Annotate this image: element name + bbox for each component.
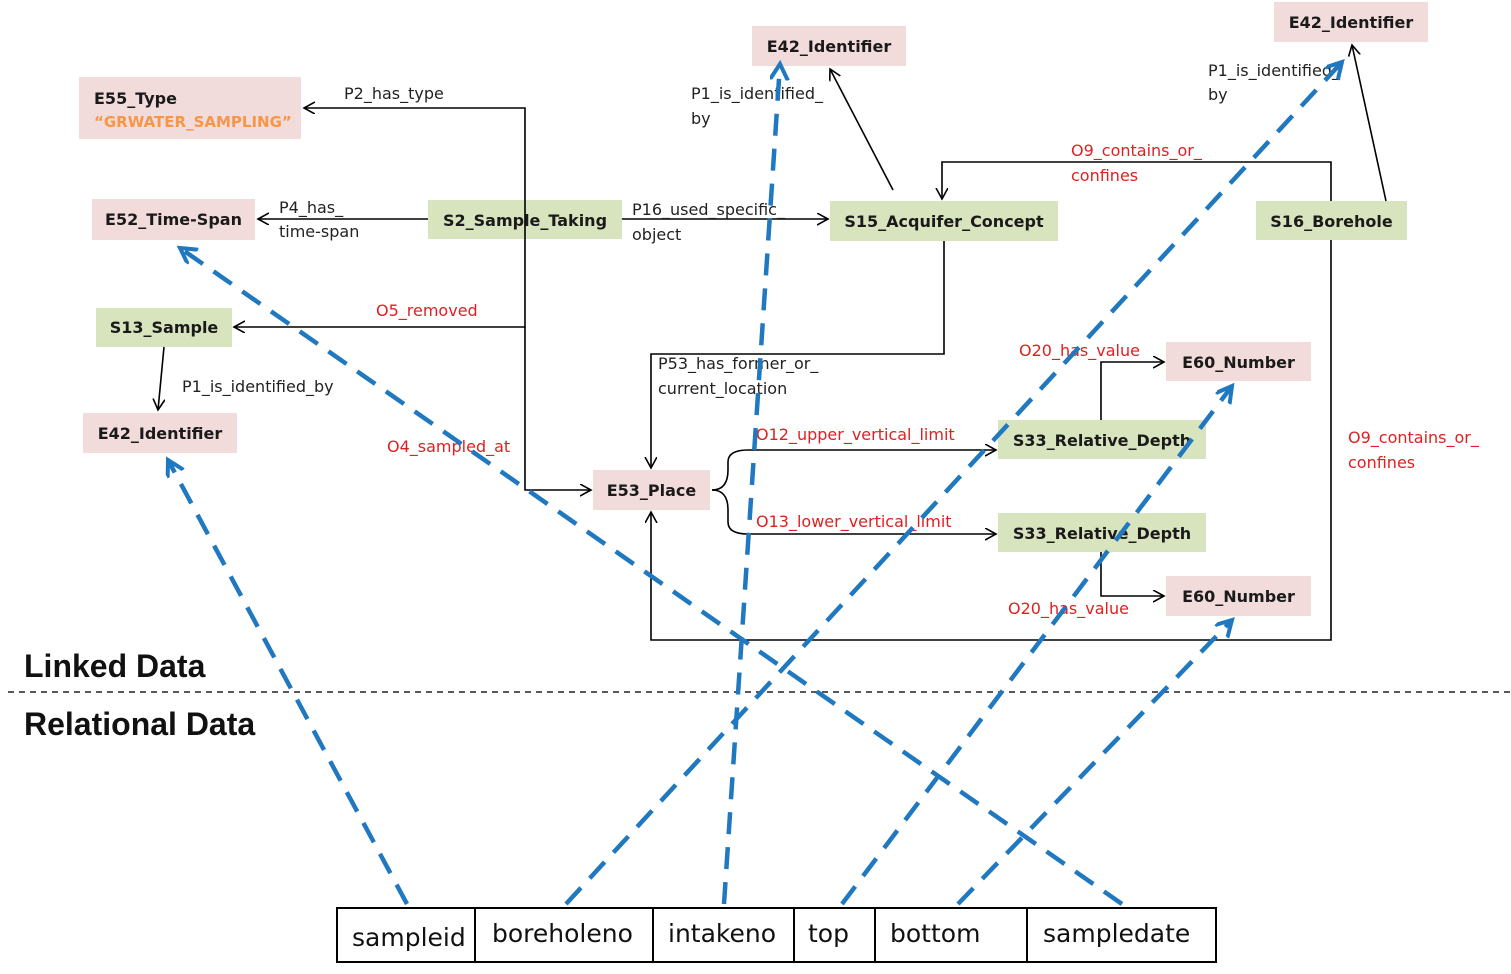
e53-place-box [593, 470, 710, 510]
o5-removed-label: O5_removed [376, 301, 478, 321]
mapping-arrows [168, 62, 1342, 906]
column-sampleid: sampleid [352, 923, 466, 952]
p4-label-line2: time-span [279, 222, 359, 241]
column-top: top [808, 919, 849, 948]
p1-acquifer-arrow [830, 69, 894, 191]
s2-sample-taking-label: S2_Sample_Taking [443, 211, 607, 230]
o20-upper-label: O20_has_value [1019, 341, 1140, 361]
e42-left-label: E42_Identifier [98, 424, 223, 443]
p1-right-label-line1: P1_is_identified_ [1208, 61, 1341, 81]
column-sampledate: sampledate [1043, 919, 1190, 948]
p2-has-type-label: P2_has_type [344, 84, 444, 104]
p53-label-line2: current_location [658, 379, 787, 399]
o13-lower-arrow [711, 489, 996, 534]
p1-mid-label-line2: by [691, 109, 711, 128]
p1-borehole-arrow [1352, 45, 1387, 202]
o12-upper-arrow [711, 450, 996, 491]
e42-top-mid-box [752, 26, 906, 66]
o20-upper-arrow [1100, 362, 1164, 420]
e55-literal-label: “GRWATER_SAMPLING” [94, 113, 292, 131]
s33-lower-box [998, 513, 1206, 552]
e60-upper-label: E60_Number [1182, 353, 1295, 372]
e55-type-box [79, 77, 301, 139]
node-boxes [79, 2, 1428, 616]
p2-has-type-arrow [304, 108, 526, 220]
o9-top-label-line1: O9_contains_or_ [1071, 141, 1203, 161]
p16-label-line1: P16_used_specific_ [632, 200, 786, 220]
s33-upper-box [998, 420, 1206, 459]
e53-place-label: E53_Place [607, 481, 697, 500]
s13-sample-label: S13_Sample [110, 318, 219, 337]
mapping-sampledate-to-e52 [180, 248, 1124, 906]
p1-sample-label: P1_is_identified_by [182, 377, 334, 397]
o12-upper-label: O12_upper_vertical_limit [756, 425, 955, 445]
e42-top-right-label: E42_Identifier [1289, 13, 1414, 32]
column-boreholeno: boreholeno [492, 919, 633, 948]
e60-lower-label: E60_Number [1182, 587, 1295, 606]
relational-data-title: Relational Data [24, 706, 255, 742]
p1-mid-label-line1: P1_is_identified_ [691, 84, 824, 104]
mapping-boreholeno-to-e42 [564, 62, 1342, 906]
linked-data-title: Linked Data [24, 648, 206, 684]
o9-right-label-line2: confines [1348, 453, 1415, 472]
s13-sample-box [96, 308, 232, 347]
p53-label-line1: P53_has_former_or_ [658, 354, 819, 374]
o4-sampled-at-label: O4_sampled_at [387, 437, 510, 457]
s33-upper-label: S33_Relative_Depth [1013, 431, 1191, 450]
o13-lower-label: O13_lower_vertical_limit [756, 512, 952, 532]
p53-location-arrow [651, 241, 945, 468]
e42-top-right-box [1274, 2, 1428, 42]
e60-upper-box [1166, 342, 1311, 381]
p16-label-line2: object [632, 225, 681, 244]
s16-borehole-label: S16_Borehole [1270, 212, 1393, 231]
e55-type-label: E55_Type [94, 89, 177, 108]
o4-sampled-at-arrow [524, 327, 591, 490]
o20-lower-arrow [1100, 552, 1164, 596]
table-border [336, 907, 1217, 963]
mapping-bottom-to-e60 [956, 620, 1232, 906]
column-bottom: bottom [890, 919, 980, 948]
e52-timespan-label: E52_Time-Span [105, 210, 242, 229]
e60-lower-box [1166, 576, 1311, 616]
p1-right-label-line2: by [1208, 85, 1228, 104]
s15-acquifer-label: S15_Acquifer_Concept [844, 212, 1044, 231]
e42-top-mid-label: E42_Identifier [767, 37, 892, 56]
relational-table: sampleid boreholeno intakeno top bottom … [336, 907, 1217, 963]
relation-connectors [158, 45, 1387, 641]
mapping-sampleid-to-e42 [168, 460, 409, 906]
relation-labels: P2_has_type P4_has_ time-span P16_used_s… [182, 61, 1480, 619]
s16-borehole-box [1256, 201, 1407, 240]
mapping-intakeno-to-e42 [721, 64, 780, 905]
o9-right-label-line1: O9_contains_or_ [1348, 428, 1480, 448]
mapping-top-to-e60 [840, 386, 1232, 906]
e42-left-box [83, 413, 237, 453]
node-labels: E55_Type “GRWATER_SAMPLING” E52_Time-Spa… [94, 13, 1413, 606]
s15-acquifer-box [830, 201, 1058, 241]
e52-timespan-box [92, 199, 255, 240]
o20-lower-label: O20_has_value [1008, 599, 1129, 619]
p1-sample-arrow [158, 346, 164, 410]
s33-lower-label: S33_Relative_Depth [1013, 524, 1191, 543]
p4-label-line1: P4_has_ [279, 198, 344, 218]
o9-top-arrow [942, 161, 1332, 201]
o9-top-label-line2: confines [1071, 166, 1138, 185]
column-intakeno: intakeno [668, 919, 776, 948]
